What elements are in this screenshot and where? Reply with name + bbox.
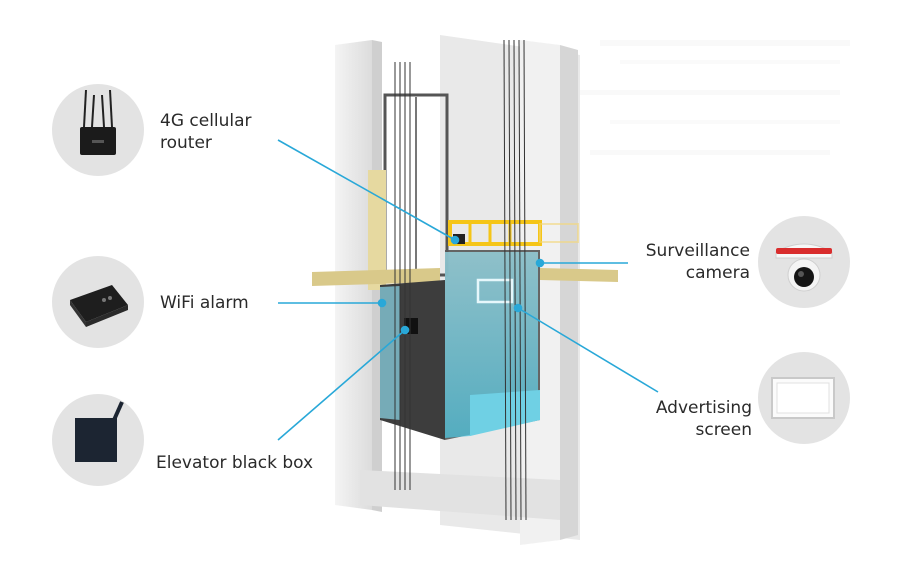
router-icon	[52, 84, 144, 176]
label-router-line1: 4G cellular	[160, 111, 252, 131]
label-screen-line2: screen	[695, 420, 752, 440]
label-camera-line2: camera	[685, 263, 750, 283]
label-screen-line1: Advertising	[655, 398, 752, 418]
wifi-alarm-icon	[52, 256, 144, 348]
floor-beam-left	[312, 268, 440, 286]
car-screen	[476, 278, 514, 304]
label-wifi-alarm-line1: WiFi alarm	[160, 293, 249, 313]
camera-icon	[758, 216, 850, 308]
leader-black-box	[277, 329, 406, 441]
label-router: 4G cellular router	[160, 110, 252, 154]
label-router-line2: router	[160, 133, 212, 153]
label-camera: Surveillance camera	[600, 240, 750, 284]
label-black-box-line1: Elevator black box	[156, 453, 314, 473]
label-black-box: Elevator black box	[156, 452, 313, 474]
elevator-car	[380, 234, 540, 440]
elevator-illustration	[312, 35, 618, 545]
floor-beam-right	[540, 268, 618, 282]
label-screen: Advertising screen	[600, 397, 752, 441]
label-wifi-alarm: WiFi alarm	[160, 292, 249, 314]
screen-icon	[758, 352, 850, 444]
leader-router	[277, 139, 456, 241]
leader-screen	[517, 307, 659, 393]
guide-panel	[368, 170, 386, 290]
black-box-icon	[52, 394, 144, 486]
leader-lines	[277, 139, 659, 441]
label-camera-line1: Surveillance	[645, 241, 750, 261]
hoist-cables	[394, 39, 527, 521]
background-texture	[580, 40, 850, 155]
